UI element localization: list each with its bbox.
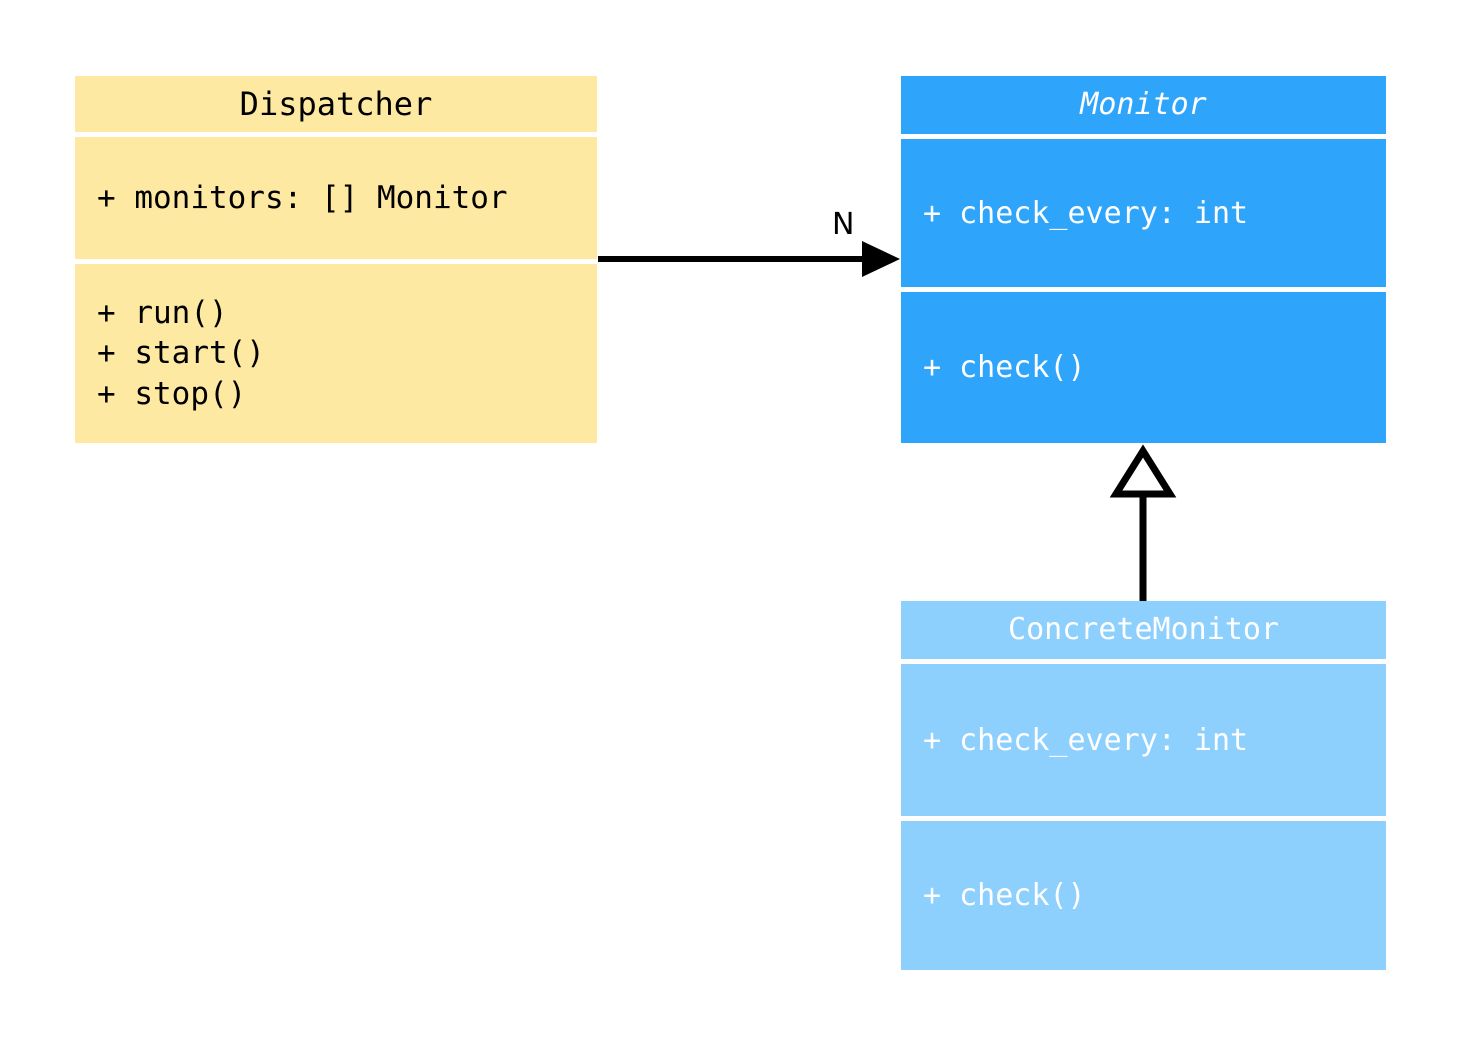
methods-compartment-monitor: + check()	[901, 292, 1386, 443]
methods-compartment-dispatcher: + run() + start() + stop()	[75, 264, 597, 443]
association-multiplicity-label: N	[832, 207, 855, 242]
attribute-monitors: + monitors: [] Monitor	[97, 179, 508, 216]
class-header-dispatcher: Dispatcher	[75, 76, 597, 132]
generalization-hollow-triangle-icon	[1109, 444, 1177, 498]
method-list-dispatcher: + run() + start() + stop()	[97, 295, 265, 412]
class-name-dispatcher: Dispatcher	[239, 85, 433, 123]
class-box-concrete-monitor[interactable]: ConcreteMonitor + check_every: int + che…	[901, 601, 1386, 970]
association-arrowhead-icon	[862, 241, 900, 277]
method-check-concrete-monitor: + check()	[923, 878, 1086, 913]
attributes-compartment-concrete-monitor: + check_every: int	[901, 664, 1386, 816]
method-check-monitor: + check()	[923, 350, 1086, 385]
attributes-compartment-monitor: + check_every: int	[901, 139, 1386, 287]
class-name-concrete-monitor: ConcreteMonitor	[1008, 612, 1279, 648]
class-box-dispatcher[interactable]: Dispatcher + monitors: [] Monitor + run(…	[75, 76, 597, 443]
attribute-check-every-concrete-monitor: + check_every: int	[923, 722, 1249, 758]
class-box-monitor[interactable]: Monitor + check_every: int + check()	[901, 76, 1386, 443]
association-dispatcher-to-monitor	[598, 241, 900, 277]
class-header-concrete-monitor: ConcreteMonitor	[901, 601, 1386, 659]
generalization-concrete-monitor-to-monitor	[1109, 444, 1177, 601]
class-name-monitor: Monitor	[1080, 87, 1207, 123]
class-header-monitor: Monitor	[901, 76, 1386, 134]
methods-compartment-concrete-monitor: + check()	[901, 821, 1386, 970]
attribute-check-every-monitor: + check_every: int	[923, 195, 1249, 231]
attributes-compartment-dispatcher: + monitors: [] Monitor	[75, 137, 597, 259]
